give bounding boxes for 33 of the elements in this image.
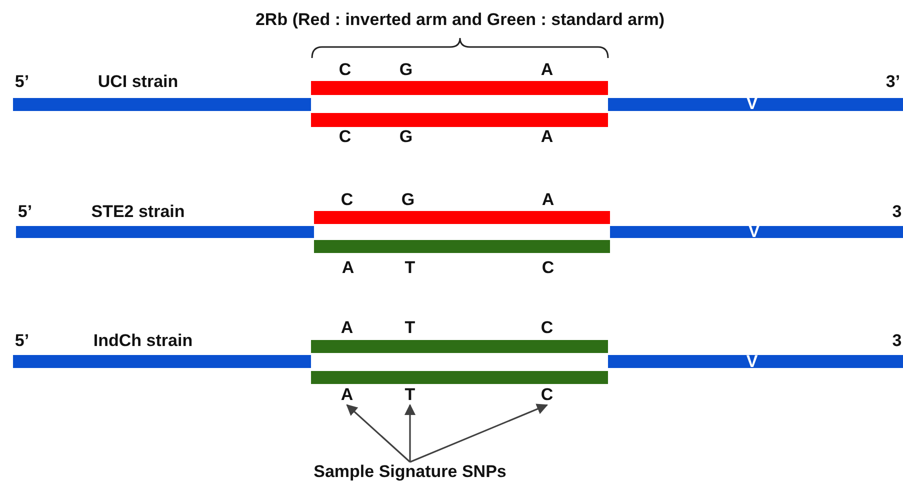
nucleotide-label: C xyxy=(540,318,554,338)
strain-name: UCI strain xyxy=(98,72,178,92)
prime-end-label: 3 xyxy=(892,331,902,351)
prime-end-label: 3 xyxy=(892,202,902,222)
strain-name: STE2 strain xyxy=(91,202,185,222)
annotation-text: Sample Signature SNPs xyxy=(314,462,506,482)
prime-end-label: 5’ xyxy=(14,331,30,351)
nucleotide-label: G xyxy=(399,60,413,80)
leader-arrow xyxy=(404,404,416,462)
nucleotide-label: A xyxy=(540,127,554,147)
leader-arrow xyxy=(346,404,411,463)
nucleotide-label: G xyxy=(401,190,415,210)
nucleotide-label: A xyxy=(540,60,554,80)
nucleotide-label: A xyxy=(342,258,354,278)
strain-name: IndCh strain xyxy=(93,331,193,351)
nucleotide-label: G xyxy=(399,127,413,147)
nucleotide-label: T xyxy=(404,318,416,338)
leader-arrow xyxy=(410,404,548,463)
prime-end-label: 5’ xyxy=(18,202,32,222)
prime-end-label: 5’ xyxy=(14,72,30,92)
nucleotide-label: C xyxy=(338,60,352,80)
nucleotide-label: C xyxy=(340,190,354,210)
diagram-title: 2Rb (Red : inverted arm and Green : standard arm) xyxy=(255,10,665,30)
snp-nucleotide: A xyxy=(340,385,354,405)
snp-nucleotide: C xyxy=(540,385,554,405)
strand-mark: V xyxy=(746,352,758,372)
prime-end-label: 3’ xyxy=(886,72,900,92)
nucleotide-label: A xyxy=(340,318,354,338)
nucleotide-label: C xyxy=(542,258,554,278)
snp-nucleotide: T xyxy=(404,385,416,405)
nucleotide-label: C xyxy=(338,127,352,147)
nucleotide-label: A xyxy=(542,190,554,210)
nucleotide-label: T xyxy=(404,258,416,278)
